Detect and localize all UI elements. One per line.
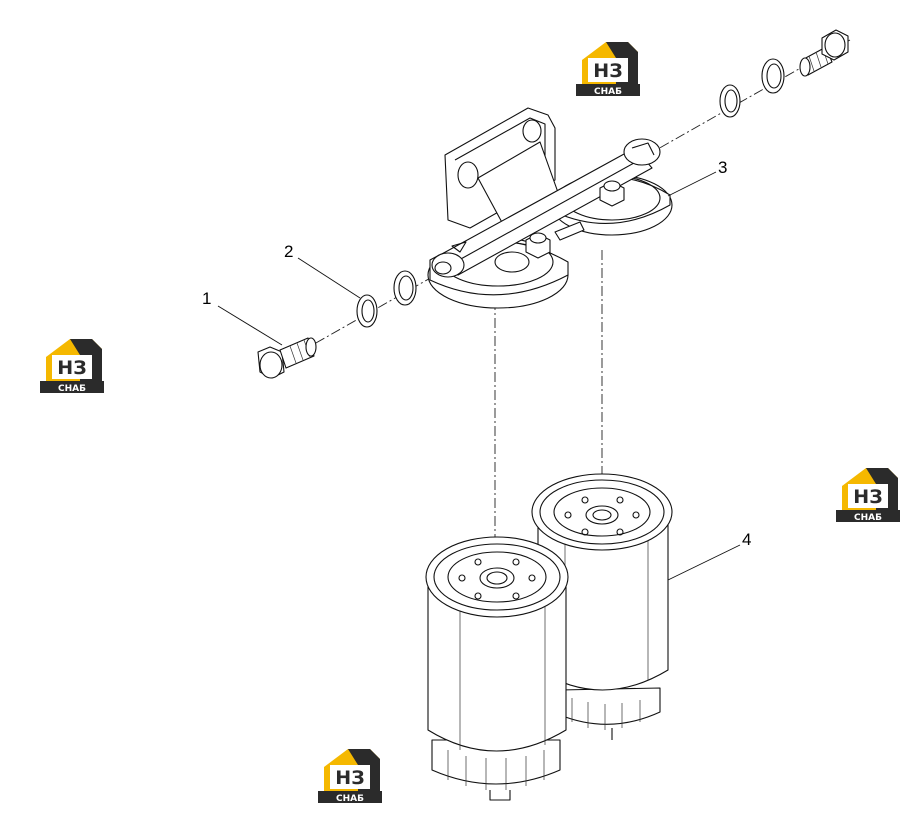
callout-3: 3 (718, 158, 727, 177)
sealing-washers-left (356, 270, 417, 328)
logo-text-secondary: СНАБ (336, 794, 364, 804)
logo-text-primary: НЗ (335, 767, 364, 789)
assembly-center-lines (299, 39, 851, 580)
watermark-logo-top: НЗ СНАБ (576, 42, 640, 97)
fuel-filter-cartridge-rear (531, 473, 673, 740)
callout-1: 1 (202, 289, 211, 308)
logo-text-secondary: СНАБ (594, 87, 622, 97)
logo-text-primary: НЗ (593, 60, 622, 82)
filter-head-bracket (427, 107, 673, 309)
banjo-bolt-right (799, 29, 849, 77)
sealing-washers-right (719, 58, 785, 118)
callout-numbers: 1 2 3 4 (202, 158, 751, 549)
watermark-logo-right: НЗ СНАБ (836, 468, 900, 523)
logo-text-secondary: СНАБ (854, 513, 882, 523)
leader-lines (217, 171, 741, 581)
watermark-logo-left: НЗ СНАБ (40, 339, 104, 394)
logo-text-primary: НЗ (853, 486, 882, 508)
callout-4: 4 (742, 530, 751, 549)
watermark-logo-bottom: НЗ СНАБ (318, 749, 382, 804)
banjo-bolt (257, 337, 317, 379)
logo-text-secondary: СНАБ (58, 384, 86, 394)
logo-text-primary: НЗ (57, 357, 86, 379)
fuel-filter-cartridge-front (425, 536, 569, 801)
callout-2: 2 (284, 242, 293, 261)
